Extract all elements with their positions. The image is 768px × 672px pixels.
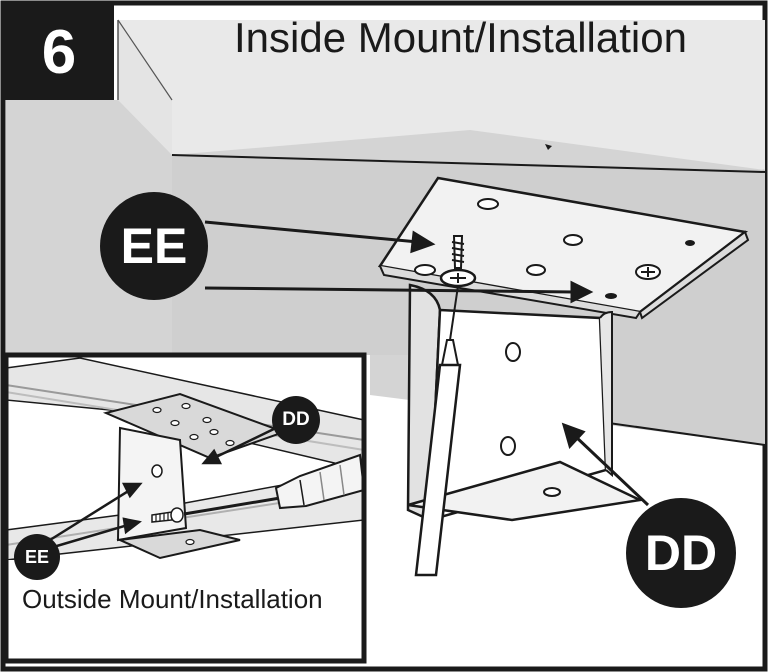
callout-ee-main: EE — [100, 192, 208, 300]
inset-caption: Outside Mount/Installation — [22, 584, 323, 614]
main-arrows — [204, 220, 650, 507]
step-number-badge: 6 — [4, 4, 114, 100]
callout-dd-main: DD — [626, 498, 736, 608]
page-title: Inside Mount/Installation — [234, 14, 687, 61]
inset-panel — [3, 352, 367, 664]
main-screwdriver — [414, 285, 462, 577]
callout-ee-inset: EE — [14, 534, 60, 580]
main-screw-ee — [439, 235, 477, 288]
main-bracket — [377, 176, 750, 522]
callout-dd-inset: DD — [272, 396, 320, 444]
